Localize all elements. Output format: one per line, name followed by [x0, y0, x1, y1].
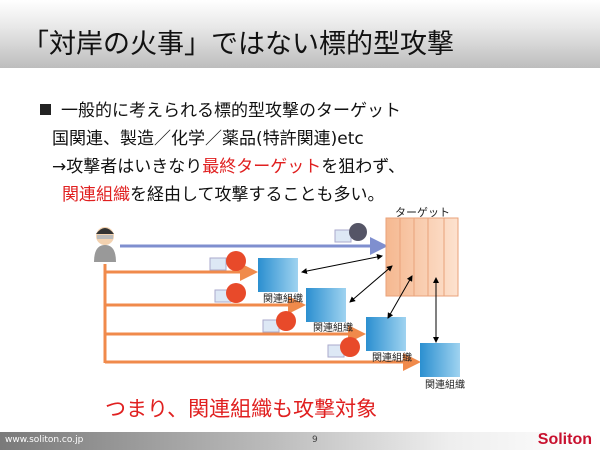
- body-line: →攻撃者はいきなり最終ターゲットを狙わず、: [52, 152, 405, 177]
- footer-url: www.soliton.co.jp: [5, 435, 84, 445]
- highlight-text: 関連組織: [62, 185, 130, 205]
- related-org-building-icon: [258, 258, 460, 377]
- related-org-label: 関連組織: [313, 321, 353, 334]
- related-org-label: 関連組織: [425, 378, 465, 391]
- conclusion-text: つまり、関連組織も攻撃対象: [105, 397, 378, 421]
- body-text: →攻撃者はいきなり: [52, 157, 203, 177]
- related-org-label: 関連組織: [372, 351, 412, 364]
- target-building-icon: [385, 217, 459, 297]
- highlight-text: 最終ターゲット: [202, 157, 322, 177]
- page-number: 9: [312, 435, 318, 445]
- relation-arrows: [301, 254, 439, 343]
- soliton-logo: Soliton: [537, 431, 592, 448]
- body-text: を狙わず、: [321, 157, 406, 177]
- footer: www.soliton.co.jp 9 Soliton: [0, 431, 600, 450]
- indirect-attack-arrows: [103, 263, 421, 371]
- body-line: 関連組織を経由して攻撃することも多い。: [62, 180, 385, 205]
- title-bar: 「対岸の火事」ではない標的型攻撃: [0, 0, 600, 68]
- body-text: 一般的に考えられる標的型攻撃のターゲット: [61, 101, 401, 121]
- bullet-line: 一般的に考えられる標的型攻撃のターゲット: [40, 96, 401, 121]
- malware-envelope-icons: [209, 223, 367, 358]
- attacker-avatar-icon: [94, 227, 116, 262]
- body-text: 国関連、製造／化学／薬品(特許関連)etc: [52, 129, 364, 149]
- target-label: ターゲット: [395, 206, 450, 219]
- bullet-square-icon: [40, 104, 51, 115]
- slide-title: 「対岸の火事」ではない標的型攻撃: [22, 29, 454, 60]
- body-text: を経由して攻撃することも多い。: [130, 185, 385, 205]
- related-org-label: 関連組織: [263, 292, 303, 305]
